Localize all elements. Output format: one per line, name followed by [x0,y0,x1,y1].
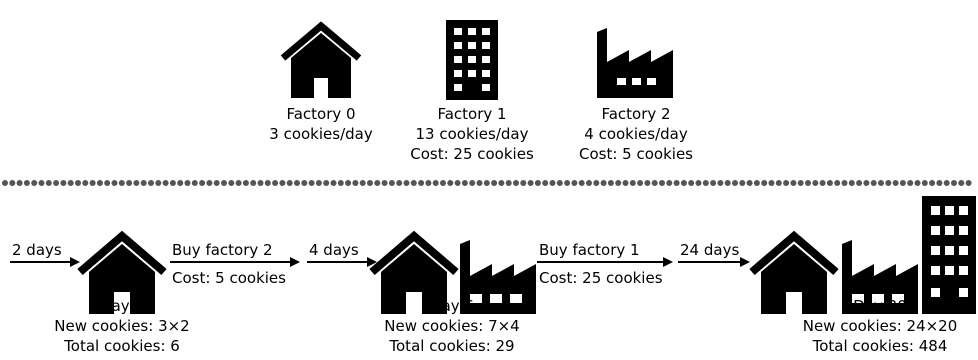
arrow-label-24-days: 24 days [680,241,740,259]
state-3-day: Day 30 [853,297,907,315]
dotted-separator [0,178,978,188]
house-icon [76,230,168,314]
arrow-sublabel-cost-25: Cost: 25 cookies [539,269,663,287]
arrow-label-4-days: 4 days [309,241,359,259]
arrow-label-2-days: 2 days [12,241,62,259]
arrow-sublabel-cost-5: Cost: 5 cookies [172,269,286,287]
arrow-icon [10,256,80,268]
factory-1-name: Factory 1 [437,105,507,123]
state-3-total-cookies: Total cookies: 484 [812,337,948,355]
state-1-day: Day 2 [100,297,144,315]
factory-icon [597,28,673,98]
factory-0-name: Factory 0 [286,105,356,123]
house-icon [368,230,460,314]
arrow-icon [537,256,673,268]
factory-2-rate: 4 cookies/day [584,125,688,143]
factory-2-name: Factory 2 [601,105,671,123]
state-3-new-cookies: New cookies: 24×20 [802,317,958,335]
building-icon [446,20,498,100]
state-2-total-cookies: Total cookies: 29 [389,337,515,355]
factory-icon [460,240,536,314]
factory-1-rate: 13 cookies/day [415,125,529,143]
state-1-total-cookies: Total cookies: 6 [64,337,180,355]
factory-1-cost: Cost: 25 cookies [410,145,534,163]
arrow-icon [307,256,377,268]
factory-0-rate: 3 cookies/day [269,125,373,143]
factory-2-cost: Cost: 5 cookies [579,145,693,163]
arrow-label-buy-factory-2: Buy factory 2 [172,241,273,259]
arrow-icon [678,256,750,268]
state-2-day: Day 6 [430,297,474,315]
building-icon [922,196,976,314]
state-2-new-cookies: New cookies: 7×4 [384,317,520,335]
house-icon [748,230,840,314]
arrow-icon [170,256,300,268]
house-icon [279,21,363,98]
arrow-label-buy-factory-1: Buy factory 1 [539,241,640,259]
factory-icon [842,240,918,314]
state-1-new-cookies: New cookies: 3×2 [54,317,190,335]
